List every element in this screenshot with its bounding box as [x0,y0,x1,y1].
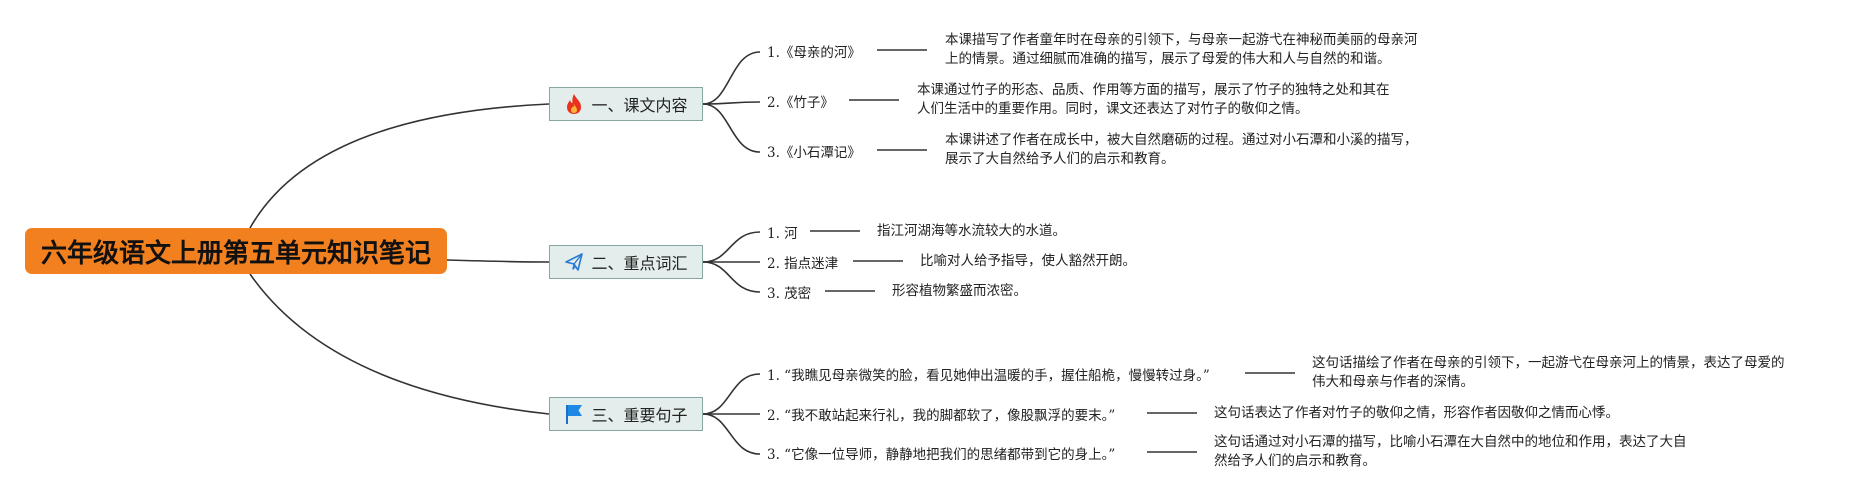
branch-2-to-item-1 [702,231,761,263]
item-description: 这句话表达了作者对竹子的敬仰之情，形容作者因敬仰之情而心悸。 [1214,405,1619,421]
root-title: 六年级语文上册第五单元知识笔记 [40,238,431,269]
paper-plane-icon [564,251,584,273]
branch-3-to-item-1 [702,373,761,415]
item-river[interactable]: 1. 河 [767,226,798,242]
branch-3-to-item-3 [702,413,761,455]
branch-label: 三、重要句子 [591,406,688,425]
item-description: 本课描写了作者童年时在母亲的引领下，与母亲一起游弋在神秘而美丽的母亲河 上的情景… [945,32,1418,67]
branch-label: 二、重点词汇 [591,254,688,273]
root-to-branch-2 [446,259,550,263]
item-sentence-3[interactable]: 3. “它像一位导师，静静地把我们的思绪都带到它的身上。” [767,447,1116,463]
item-mothers-river[interactable]: 1.《母亲的河》 [767,45,861,61]
item-description: 本课通过竹子的形态、品质、作用等方面的描写，展示了竹子的独特之处和其在 人们生活… [917,82,1390,117]
item-description: 形容植物繁盛而浓密。 [892,283,1027,299]
root-to-branch-3 [249,273,550,415]
branch-1-to-item-1 [702,51,761,105]
root-to-branch-1 [249,103,550,229]
item-description: 这句话通过对小石潭的描写，比喻小石潭在大自然中的地位和作用，表达了大自 然给予人… [1214,434,1687,469]
item-sentence-2[interactable]: 2. “我不敢站起来行礼，我的脚都软了，像股飘浮的要末。” [767,408,1116,424]
branch-2-to-item-3 [702,261,761,293]
item-description: 本课讲述了作者在成长中，被大自然磨砺的过程。通过对小石潭和小溪的描写， 展示了大… [945,132,1418,167]
root-topic[interactable]: 六年级语文上册第五单元知识笔记 [25,228,447,274]
item-sentence-1[interactable]: 1. “我瞧见母亲微笑的脸，看见她伸出温暖的手，握住船桅，慢慢转过身。” [767,368,1210,384]
item-little-stone-pool[interactable]: 3.《小石潭记》 [767,145,861,161]
branch-1-to-item-2 [702,101,761,105]
item-show-the-way[interactable]: 2. 指点迷津 [767,256,839,272]
item-description: 这句话描绘了作者在母亲的引领下，一起游弋在母亲河上的情景，表达了母爱的 伟大和母… [1312,355,1785,390]
item-description: 指江河湖海等水流较大的水道。 [877,223,1066,239]
branch-1-to-item-3 [702,103,761,153]
item-description: 比喻对人给予指导，使人豁然开朗。 [920,253,1136,269]
branch-label: 一、课文内容 [591,96,688,115]
item-luxuriant[interactable]: 3. 茂密 [767,286,812,302]
branch-key-vocabulary[interactable]: 二、重点词汇 [549,245,703,279]
branch-important-sentences[interactable]: 三、重要句子 [549,397,703,431]
flag-icon [564,403,584,425]
fire-icon [564,93,584,115]
branch-course-content[interactable]: 一、课文内容 [549,87,703,121]
item-bamboo[interactable]: 2.《竹子》 [767,95,834,111]
